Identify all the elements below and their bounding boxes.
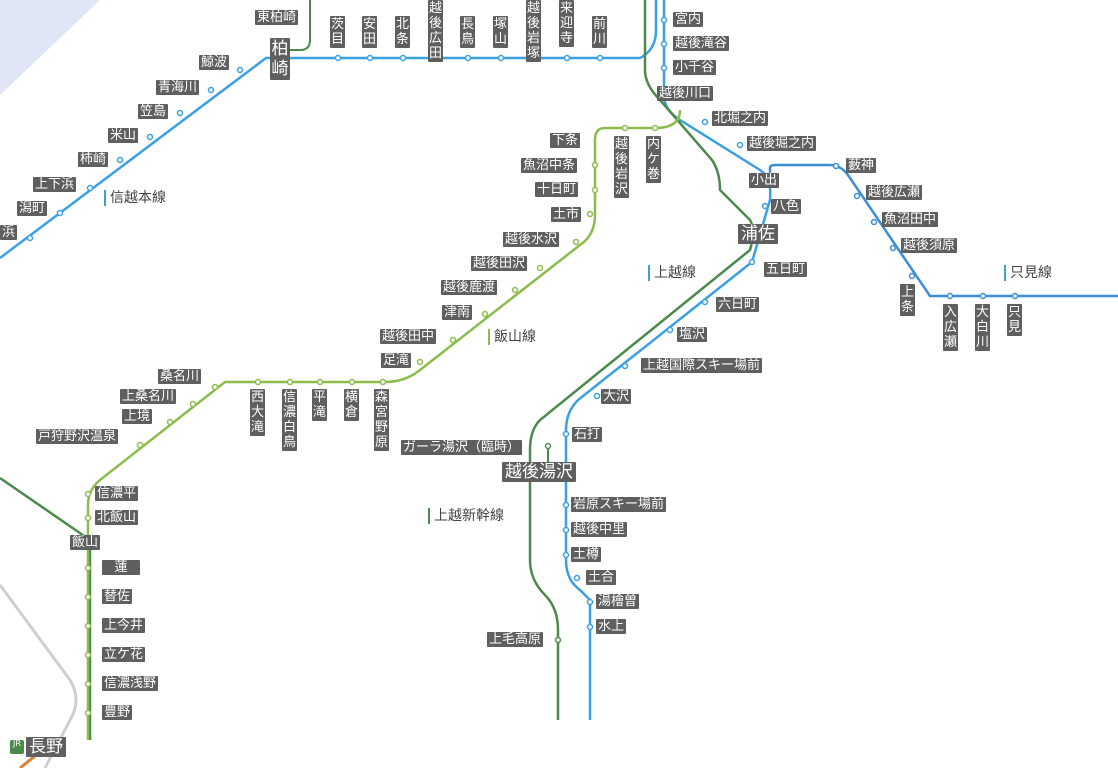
- station-ishiuchi[interactable]: 石打: [572, 427, 603, 442]
- line-label-joetsu-shinkansen: 上越新幹線: [428, 508, 504, 524]
- line-label-shinetsu: 信越本線: [104, 190, 166, 206]
- station-higashi-kashiwazaki[interactable]: 東柏崎: [255, 10, 299, 25]
- station-urasa[interactable]: 浦佐: [738, 224, 778, 244]
- station-nagano[interactable]: 長野: [26, 737, 66, 757]
- station-kaesa[interactable]: 替佐: [102, 589, 133, 604]
- station-maekawa[interactable]: 前川: [592, 16, 607, 48]
- station-ashitaki[interactable]: 足滝: [381, 353, 412, 368]
- station-jomo-kogen[interactable]: 上毛高原: [487, 632, 544, 647]
- station-shinano-shiratori[interactable]: 信濃白鳥: [282, 389, 297, 451]
- station-echigo-kanose[interactable]: 越後鹿渡: [441, 280, 498, 295]
- station-kitajo[interactable]: 北条: [395, 16, 410, 48]
- sea-area: [0, 0, 100, 95]
- station-echigo-tanaka[interactable]: 越後田中: [380, 329, 437, 344]
- station-nagatori[interactable]: 長鳥: [460, 16, 475, 48]
- station-kita-iiyama[interactable]: 北飯山: [95, 510, 139, 525]
- jr-badge-icon: JR: [10, 740, 24, 754]
- station-echigo-tazawa[interactable]: 越後田沢: [471, 256, 528, 271]
- station-echigo-kawaguchi[interactable]: 越後川口: [657, 86, 714, 101]
- station-echigo-takiya[interactable]: 越後滝谷: [673, 36, 730, 51]
- station-kuwanagawa[interactable]: 桑名川: [158, 369, 202, 384]
- station-uonuma-nakajo[interactable]: 魚沼中条: [521, 158, 578, 173]
- station-uchigamaki[interactable]: 内ケ巻: [646, 136, 661, 183]
- station-minakami[interactable]: 水上: [596, 619, 627, 634]
- station-doichi[interactable]: 土市: [551, 207, 582, 222]
- station-echigo-horinouchi[interactable]: 越後堀之内: [747, 136, 817, 151]
- station-osawa[interactable]: 大沢: [601, 389, 632, 404]
- station-shinano-taira[interactable]: 信濃平: [95, 486, 139, 501]
- station-echigo-iwasawa[interactable]: 越後岩沢: [614, 136, 629, 198]
- station-muikamachi[interactable]: 六日町: [716, 297, 760, 312]
- station-kamijo[interactable]: 上条: [900, 284, 915, 316]
- station-iwappara-ski[interactable]: 岩原スキー場前: [571, 497, 667, 512]
- tadami-line: [768, 163, 1118, 298]
- line-label-iiyama: 飯山線: [488, 329, 536, 345]
- station-gala-yuzawa[interactable]: ガーラ湯沢（臨時）: [401, 440, 523, 455]
- station-tsukayama[interactable]: 塚山: [493, 16, 508, 48]
- station-echigo-iwatsuka[interactable]: 越後岩塚: [526, 0, 541, 62]
- station-iiyama[interactable]: 飯山: [70, 535, 101, 550]
- station-echigo-hirose[interactable]: 越後広瀬: [866, 185, 923, 200]
- station-ibarame[interactable]: 茨目: [330, 16, 345, 48]
- station-yokokura[interactable]: 横倉: [344, 389, 359, 421]
- station-tsuchitaru[interactable]: 土樽: [571, 547, 602, 562]
- station-joetsu-kokusai-ski[interactable]: 上越国際スキー場前: [641, 358, 763, 373]
- station-katamachi[interactable]: 潟町: [17, 201, 48, 216]
- station-iruhirose[interactable]: 入広瀬: [943, 304, 958, 351]
- shinetsu-line: [0, 0, 658, 259]
- station-shimojo[interactable]: 下条: [550, 133, 581, 148]
- station-kitahorinouchi[interactable]: 北堀之内: [712, 111, 769, 126]
- station-yabukami[interactable]: 藪神: [846, 158, 877, 173]
- line-label-joetsu: 上越線: [648, 265, 696, 281]
- station-kashiwazaki[interactable]: 柏崎: [270, 38, 290, 80]
- station-echigo-nakazato[interactable]: 越後中里: [571, 522, 628, 537]
- station-koide[interactable]: 小出: [749, 173, 780, 188]
- station-morimiyanohara[interactable]: 森宮野原: [374, 389, 389, 451]
- station-tategahana[interactable]: 立ケ花: [102, 647, 146, 662]
- station-kasashima[interactable]: 笠島: [138, 104, 169, 119]
- station-echigo-mizusawa[interactable]: 越後水沢: [503, 232, 560, 247]
- station-yoneyama[interactable]: 米山: [108, 128, 139, 143]
- station-shinano-asano[interactable]: 信濃浅野: [102, 676, 159, 691]
- station-raikoji[interactable]: 来迎寺: [559, 0, 574, 47]
- station-yasuda[interactable]: 安田: [362, 16, 377, 48]
- station-shiozawa[interactable]: 塩沢: [677, 327, 708, 342]
- station-doai[interactable]: 土合: [586, 570, 617, 585]
- station-kakizaki[interactable]: 柿崎: [78, 152, 109, 167]
- gray-route: [0, 584, 78, 768]
- station-ojiya[interactable]: 小千谷: [673, 60, 717, 75]
- station-echigo-hirota[interactable]: 越後広田: [428, 0, 443, 62]
- station-itsukamachi[interactable]: 五日町: [764, 262, 808, 277]
- station-yubiso[interactable]: 湯檜曽: [596, 594, 640, 609]
- station-echigo-suhara[interactable]: 越後須原: [901, 238, 958, 253]
- station-tadami[interactable]: 只見: [1007, 304, 1022, 336]
- echigo-line: [285, 0, 311, 51]
- station-kamisakai[interactable]: 上境: [122, 409, 153, 424]
- station-hama[interactable]: 浜: [0, 225, 18, 240]
- station-nishiotaki[interactable]: 西大滝: [250, 389, 265, 436]
- station-kujiranami[interactable]: 鯨波: [199, 55, 230, 70]
- station-yairo[interactable]: 八色: [771, 199, 802, 214]
- station-omigawa[interactable]: 青海川: [156, 80, 200, 95]
- station-kamiimai[interactable]: 上今井: [102, 618, 146, 633]
- station-tokamachi[interactable]: 十日町: [535, 182, 579, 197]
- station-oshirakawa[interactable]: 大白川: [975, 304, 990, 351]
- line-label-tadami: 只見線: [1004, 265, 1052, 281]
- station-hirataki[interactable]: 平滝: [312, 389, 327, 421]
- station-togari-nozawaonsen[interactable]: 戸狩野沢温泉: [36, 429, 119, 444]
- station-kami-kuwanagawa[interactable]: 上桑名川: [120, 389, 177, 404]
- station-echigo-yuzawa[interactable]: 越後湯沢: [502, 462, 576, 482]
- station-miyauchi[interactable]: 宮内: [673, 12, 704, 27]
- station-hachisu[interactable]: 蓮: [102, 560, 140, 575]
- station-tsunan[interactable]: 津南: [442, 305, 473, 320]
- station-kamishimohama[interactable]: 上下浜: [33, 177, 77, 192]
- station-toyono[interactable]: 豊野: [102, 705, 133, 720]
- station-uonuma-tanaka[interactable]: 魚沼田中: [882, 212, 939, 227]
